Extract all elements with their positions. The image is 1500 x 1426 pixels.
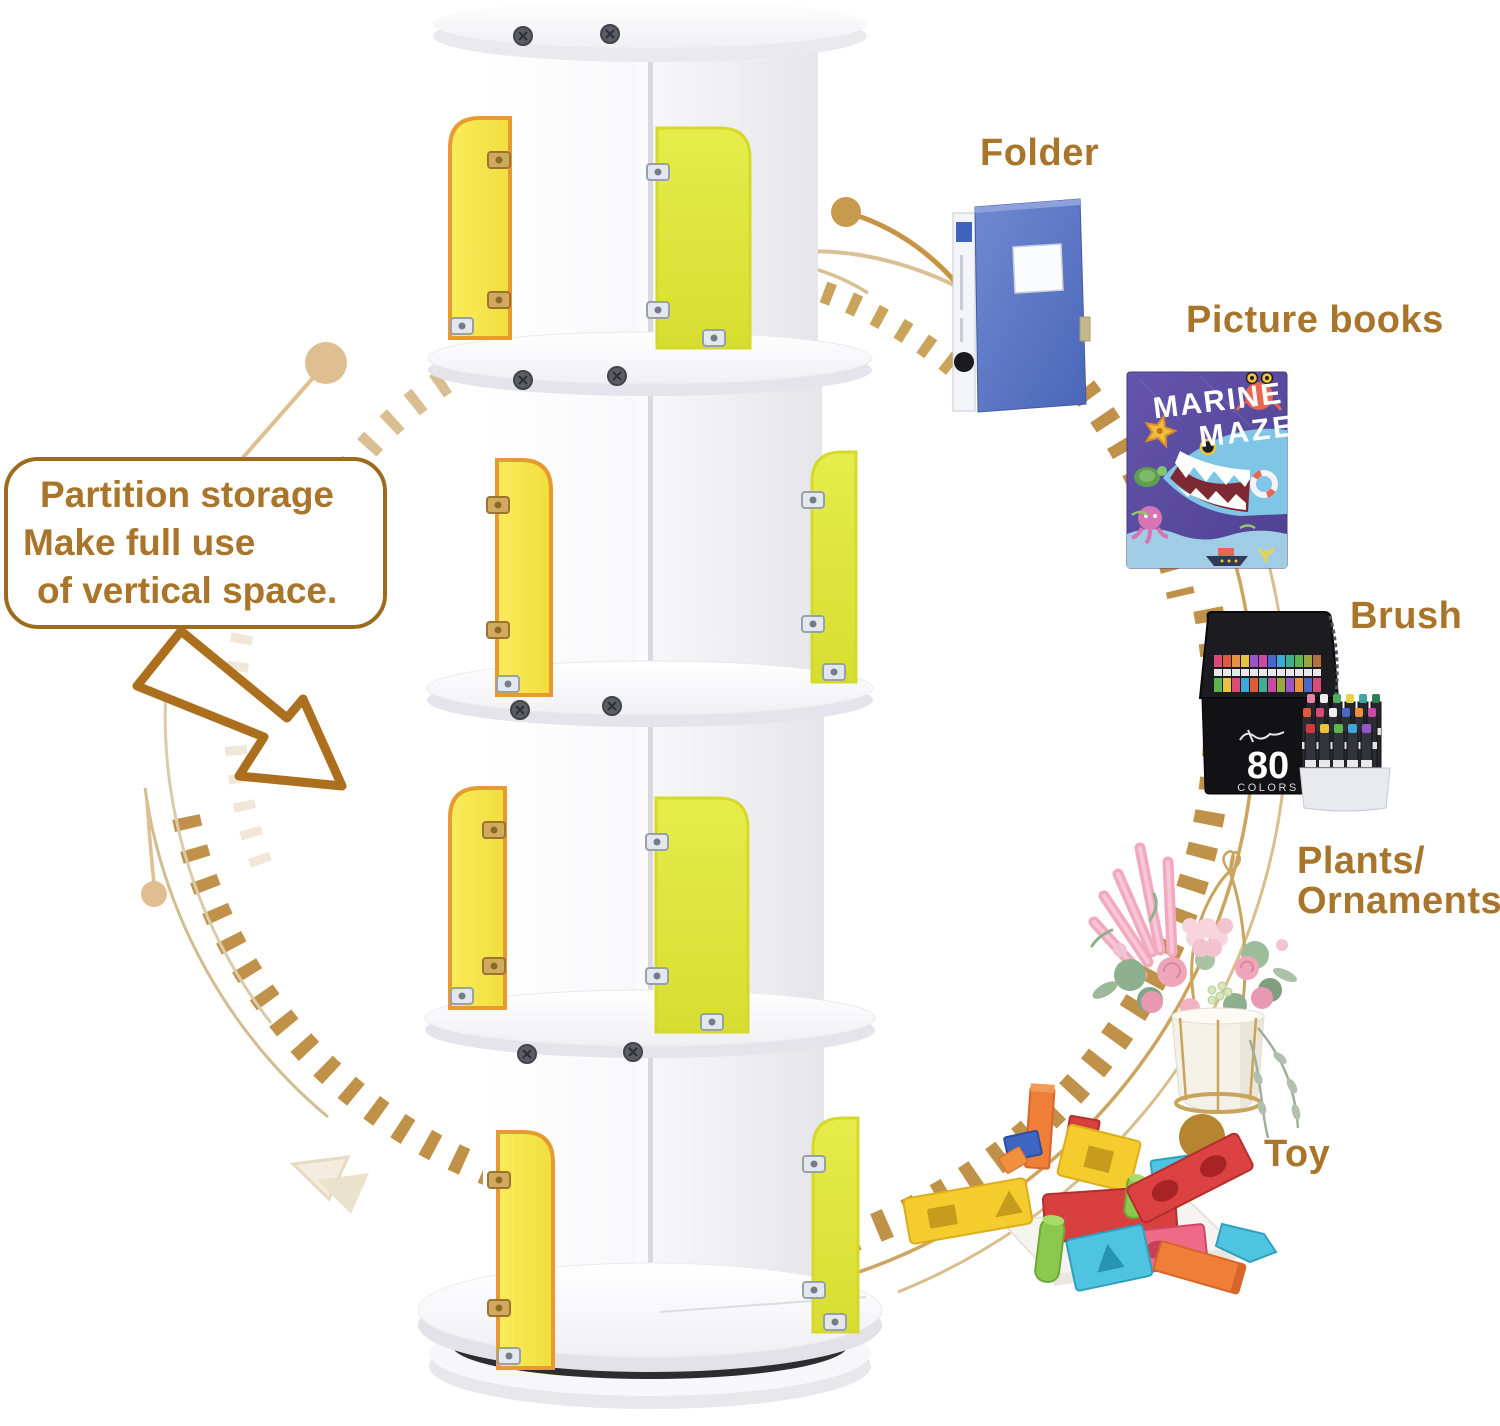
callout-line: Partition storage: [40, 474, 334, 515]
marker-stand: [1299, 694, 1391, 812]
picture-book-art: MARINE MAZE: [1126, 371, 1297, 569]
partition-orange: [495, 458, 553, 697]
callout-line: of vertical space.: [37, 570, 338, 611]
dashed-arc-folder: [793, 272, 970, 383]
marker-count-unit: COLORS: [1237, 782, 1298, 794]
label-plants-line2: Ornaments: [1297, 880, 1500, 922]
crab-illustration: [1235, 371, 1283, 411]
folder-art: [952, 198, 1091, 413]
connector-line-folder: [845, 209, 965, 293]
marker-caps-rows: [1214, 655, 1321, 692]
label-folder: Folder: [980, 132, 1100, 174]
shelf-dividers: [636, 24, 653, 1322]
label-picture-books: Picture books: [1186, 299, 1444, 341]
turtle-illustration: [1134, 466, 1167, 487]
connector-line: [145, 799, 156, 885]
partition-orange: [496, 1130, 555, 1370]
dot-folder: [831, 197, 861, 227]
roses: [1141, 956, 1273, 1018]
partition-orange: [448, 116, 512, 340]
label-brush: Brush: [1350, 595, 1463, 637]
hand-drawn-arrow: [132, 626, 347, 791]
hydrangea-cluster: [1182, 918, 1233, 957]
thin-arc: [163, 662, 273, 1024]
folder-label-window: [1012, 243, 1064, 294]
marker-holder: [1299, 767, 1391, 812]
dot-bottom-left: [141, 881, 167, 907]
label-toy: Toy: [1264, 1133, 1331, 1175]
starfish-illustration: [1144, 413, 1178, 449]
partition-green: [810, 450, 858, 684]
callout-line: Make full use: [23, 522, 256, 563]
label-plants-line1: Plants/: [1297, 840, 1426, 882]
boat-illustration: [1206, 548, 1248, 566]
brand-signature-squiggle: [1239, 729, 1285, 743]
trailing-vine: [1248, 1027, 1301, 1139]
flower-arrangement-art: [1088, 842, 1301, 1139]
partition-green: [811, 1116, 860, 1334]
marker-set-art: 80 COLORS: [1198, 611, 1391, 812]
toy-blocks-art: [902, 1083, 1278, 1295]
marker-count: 80: [1247, 745, 1289, 787]
pale-dashed-arc: [223, 549, 277, 881]
acrylic-partitions: [448, 116, 860, 1370]
partition-green: [655, 126, 752, 350]
label-plants-ornaments: Plants/ Ornaments: [1297, 841, 1500, 921]
bookshelf: [417, 0, 883, 1409]
shelf-discs: [424, 0, 876, 1058]
partition-orange: [448, 786, 507, 1010]
lifebuoy-illustration: [1250, 470, 1278, 498]
gold-bow: [1222, 850, 1241, 874]
pink-flower-spikes: [1088, 842, 1178, 981]
berries: [1207, 981, 1233, 1005]
partition-storage-callout: Partition storage Make full use of verti…: [4, 457, 387, 629]
partition-green: [654, 796, 750, 1034]
dashed-arc-left: [172, 814, 519, 1195]
thin-arc: [143, 787, 329, 1119]
dot-top-left: [305, 342, 347, 384]
connector-dots: [141, 197, 1225, 1221]
faint-triangle-accents: [289, 1155, 369, 1214]
